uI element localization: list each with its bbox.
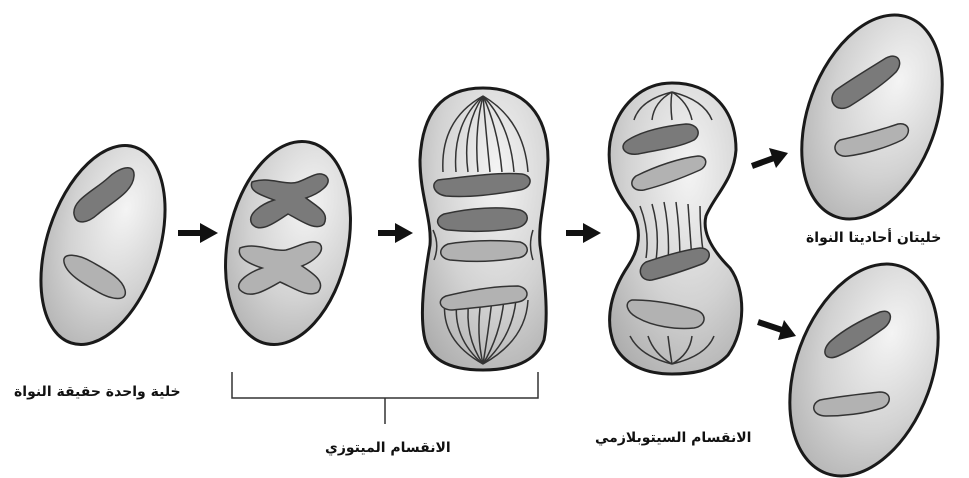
label-daughter-cells: خليتان أحاديتا النواة: [806, 230, 941, 246]
label-single-cell: خلية واحدة حقيقة النواة: [14, 384, 181, 400]
arrow-right-icon: [178, 223, 218, 243]
mitosis-cell-anaphase: [420, 88, 548, 370]
cytokinesis-cell: [609, 83, 742, 374]
single-cell: [18, 130, 188, 361]
daughter-cell-bottom: [762, 243, 965, 478]
mitosis-cell-prophase: [208, 130, 368, 356]
label-cytokinesis: الانقسام السيتوبلازمي: [595, 430, 751, 446]
label-mitosis: الانقسام الميتوزي: [325, 440, 451, 456]
daughter-cell-top: [776, 0, 969, 238]
arrow-right-icon: [752, 148, 788, 168]
arrow-right-icon: [758, 320, 796, 340]
mitosis-bracket: [232, 372, 538, 424]
arrow-right-icon: [566, 223, 601, 243]
chromosome-light: [441, 241, 528, 262]
arrow-right-icon: [378, 223, 413, 243]
